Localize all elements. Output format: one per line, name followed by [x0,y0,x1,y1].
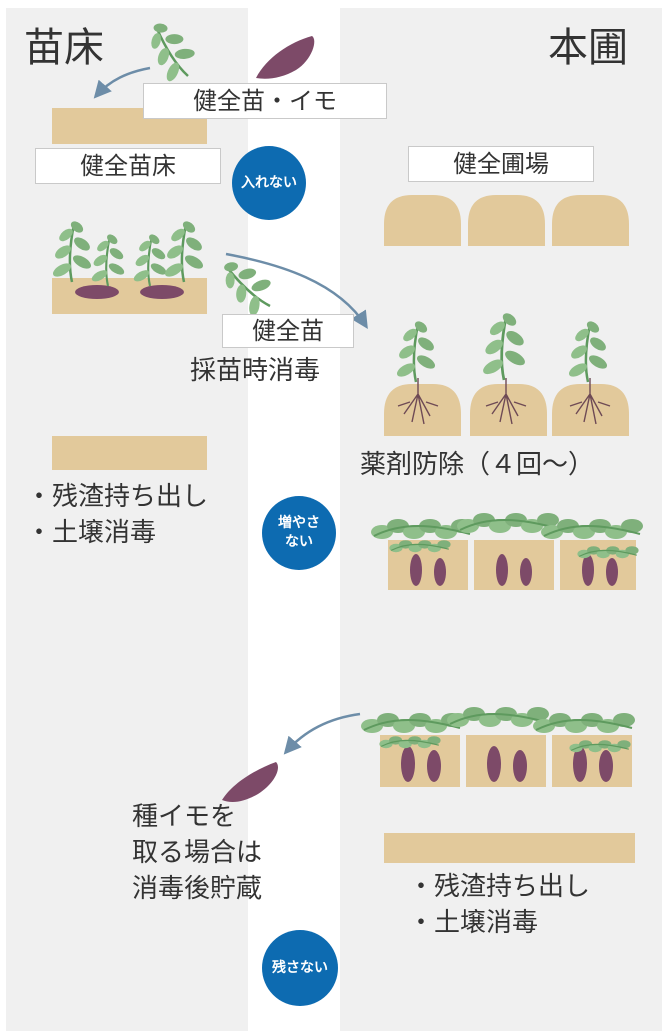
field-title: 本圃 [548,25,628,71]
ridge-icon [552,384,629,436]
seedling-icon [206,248,285,324]
seedling-icon [565,317,611,384]
principle-do-not-introduce: 入れない [232,146,306,220]
field-measure-1: ・残渣持ち出し [408,872,591,902]
seedling-icon [479,309,529,382]
principle-do-not-introduce-text: 入れない [241,174,297,191]
principle-do-not-increase-line-2: ない [285,534,313,550]
healthy-nursery-label: 健全苗床 [35,148,221,184]
nursery-bed-soil [52,278,207,314]
field-measure-2: ・土壌消毒 [408,908,539,938]
sweet-potato-icon [75,285,119,299]
chemical-control-label: 薬剤防除（４回〜） [360,450,595,480]
sweet-potato-icon [401,746,415,782]
seedling-icon [393,317,439,384]
sweet-potato-icon [513,750,527,782]
seed-tuber-line-1: 種イモを [132,802,237,832]
arrow-icon [93,66,151,99]
healthy-seedling-tuber-label: 健全苗・イモ [143,83,387,119]
principle-do-not-increase: 増やさ ない [262,496,336,570]
growing-crop [370,512,644,590]
seed-tuber-line-3: 消毒後貯蔵 [132,874,263,904]
seedling-icon [161,217,207,284]
seedling-icon [88,231,128,288]
harvest-crop [360,706,636,787]
principle-do-not-increase-line-1: 増やさ [278,515,320,532]
sweet-potato-icon [573,746,587,782]
sweet-potato-icon [410,554,422,586]
sweet-potato-icon [427,750,441,782]
sweet-potato-icon [487,746,501,782]
sweet-potato-icon [606,558,618,586]
sweet-potato-icon [520,558,532,586]
seedling-disinfection-label: 採苗時消毒 [190,356,321,386]
seedling-icon [49,217,95,284]
nursery-cleanup-soil [52,436,207,470]
ridge-icon [552,195,629,246]
sweet-potato-icon [140,285,184,299]
healthy-seedling-label: 健全苗 [222,314,354,348]
nursery-title: 苗床 [24,25,104,71]
ridge-icon [468,195,545,246]
nursery-measure-2: ・土壌消毒 [26,518,157,548]
principle-do-not-leave: 残さない [262,930,338,1006]
ridge-icon [384,195,461,246]
sweet-potato-icon [434,558,446,586]
planted-ridges [384,309,629,436]
principle-do-not-leave-text: 残さない [272,959,328,976]
sweet-potato-icon [496,554,508,586]
seed-tuber-line-2: 取る場合は [132,838,263,868]
ridge-icon [384,384,461,436]
arrow-icon [225,252,368,329]
field-cleanup-soil [384,833,635,863]
sweet-potato-icon [222,762,278,802]
nursery-measure-1: ・残渣持ち出し [26,482,209,512]
healthy-field-label: 健全圃場 [408,146,594,182]
seedling-icon [133,11,207,90]
sweet-potato-icon [599,750,613,782]
sweet-potato-icon [256,36,315,79]
sweet-potato-icon [582,554,594,586]
seedling-icon [130,231,170,288]
arrow-icon [283,712,361,755]
